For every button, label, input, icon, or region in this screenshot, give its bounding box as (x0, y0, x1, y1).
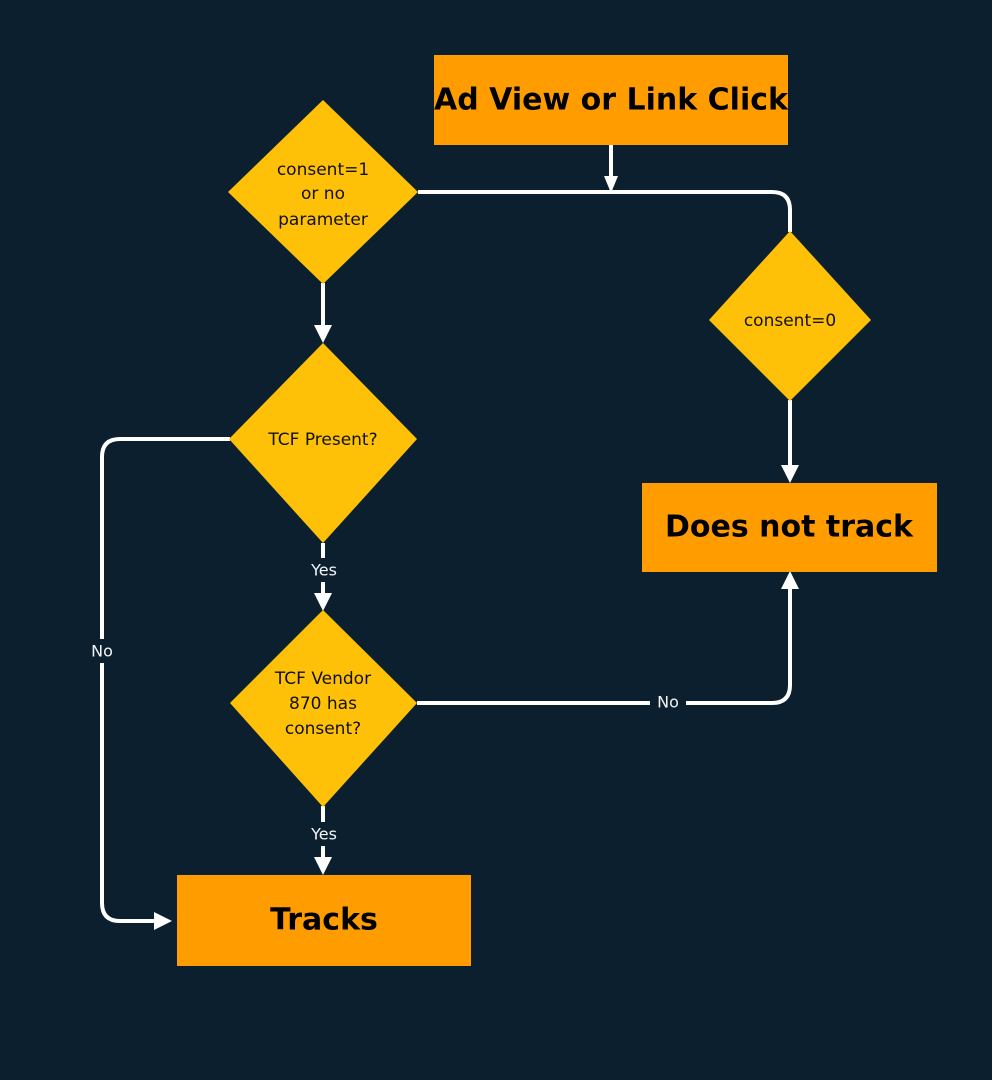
node-tcf-present-label-line1: TCF Present? (267, 430, 377, 450)
node-ad-view-or-link-click[interactable]: Ad View or Link Click (434, 55, 789, 145)
node-consent-one-label-line1: consent=1 (277, 160, 369, 180)
node-tcf-vendor-label-line3: consent? (285, 719, 361, 739)
edge-label-bg-tcf-vendor-no (650, 691, 686, 715)
node-consent-zero-shape[interactable] (709, 231, 871, 401)
node-consent-one-label-line3: parameter (278, 210, 368, 230)
node-tcf-vendor-label-line1: TCF Vendor (274, 669, 371, 689)
edge-label-tcf-present-yes: Yes (310, 561, 337, 580)
node-tracks-label: Tracks (270, 903, 378, 938)
node-start-shape[interactable] (434, 55, 788, 145)
arrowhead-tcf-vendor-yes-to-tracks (314, 857, 332, 875)
node-tcf-present[interactable]: TCF Present? (229, 343, 417, 543)
node-tracks-shape[interactable] (177, 875, 471, 966)
edge-tcf-present-no-to-tracks (100, 437, 230, 923)
node-tcf-vendor-shape[interactable] (230, 610, 417, 807)
node-tracks[interactable]: Tracks (177, 875, 471, 966)
edge-label-tcf-vendor-no: No (657, 693, 679, 712)
node-tcf-vendor-label-line2: 870 has (289, 694, 357, 714)
node-consent-zero-label-line1: consent=0 (744, 311, 836, 331)
node-does-not-track-shape[interactable] (642, 483, 937, 572)
arrowhead-tcf-present-no-to-tracks (154, 912, 172, 930)
arrowhead-start-to-branch (604, 176, 618, 193)
node-start-label: Ad View or Link Click (434, 83, 789, 118)
node-consent-zero[interactable]: consent=0 (709, 231, 871, 401)
edge-label-bg-tcf-vendor-yes (305, 822, 343, 846)
arrowhead-tcf-present-yes-to-tcf-vendor (314, 593, 332, 611)
node-consent-one-shape[interactable] (228, 100, 418, 284)
node-consent-one[interactable]: consent=1 or no parameter (228, 100, 418, 284)
edge-label-group: Yes No No Yes (84, 558, 686, 846)
node-consent-one-label-line2: or no (301, 184, 345, 204)
edge-label-bg-tcf-present-no (84, 639, 120, 663)
node-tcf-present-shape[interactable] (229, 343, 417, 543)
arrowhead-tcf-vendor-no-to-does-not-track (781, 571, 799, 589)
node-does-not-track[interactable]: Does not track (642, 483, 937, 572)
edge-label-bg-tcf-present-yes (305, 558, 343, 582)
edge-label-tcf-present-no: No (91, 642, 113, 661)
node-tcf-vendor[interactable]: TCF Vendor 870 has consent? (230, 610, 417, 807)
edge-label-tcf-vendor-yes: Yes (310, 825, 337, 844)
node-does-not-track-label: Does not track (665, 510, 914, 545)
arrowhead-consent-one-to-tcf-present (314, 325, 332, 343)
edge-consent-one-to-consent-zero (418, 190, 792, 232)
arrowhead-consent-zero-to-does-not-track (781, 465, 799, 483)
edge-tcf-vendor-no-to-does-not-track (417, 586, 792, 705)
